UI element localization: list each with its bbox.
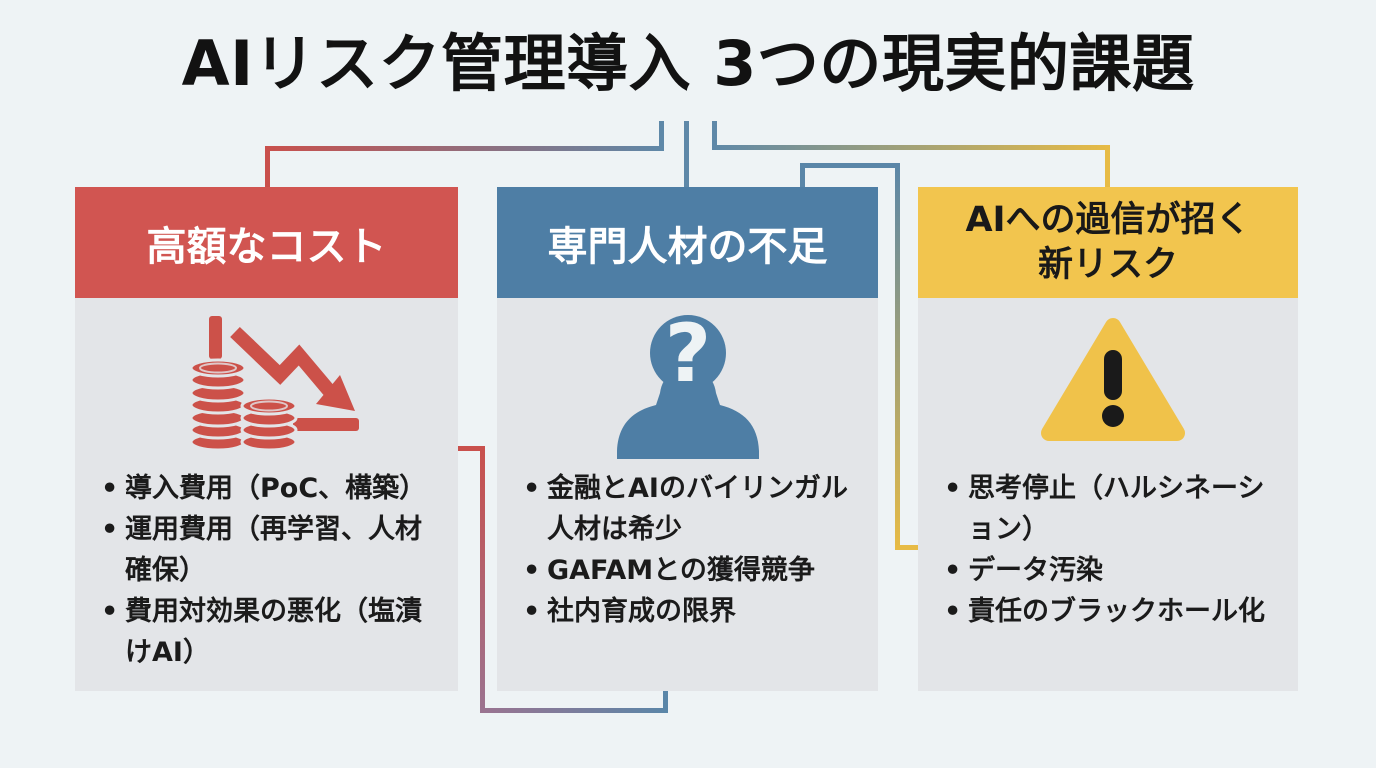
connector-title-to-overtrust-horizontal (712, 145, 1110, 150)
connector-title-to-overtrust-vertical (1105, 145, 1110, 190)
page-title: AIリスク管理導入 3つの現実的課題 (181, 27, 1195, 100)
bullet-item: • データ汚染 (944, 550, 1286, 591)
card-cost-bullets: • 導入費用（PoC、構築） • 運用費用（再学習、人材 確保） • 費用対効果… (101, 468, 446, 673)
card-cost-body: • 導入費用（PoC、構築） • 運用費用（再学習、人材 確保） • 費用対効果… (75, 298, 458, 691)
bullet-marker: • (523, 555, 541, 586)
connector-cost-to-talent-h2 (480, 708, 668, 713)
connector-cost-to-talent-h1 (455, 446, 485, 451)
connector-title-stub-right (712, 121, 717, 149)
bullet-item: • GAFAMとの獲得競争 (523, 550, 866, 591)
connector-title-to-cost-vertical (265, 146, 270, 190)
bullet-text: 運用費用（再学習、人材 確保） (125, 514, 422, 586)
bullet-marker: • (523, 596, 541, 627)
bullet-marker: • (523, 473, 541, 504)
connector-talent-to-overtrust-v1 (800, 163, 805, 189)
bullet-marker: • (944, 473, 962, 504)
bullet-text: 思考停止（ハルシネーシ ョン） (968, 473, 1265, 545)
bullet-marker: • (944, 555, 962, 586)
bullet-item: • 導入費用（PoC、構築） (101, 468, 446, 509)
warning-triangle-icon (1041, 318, 1185, 441)
connector-title-to-talent (684, 121, 689, 187)
bullet-marker: • (101, 596, 119, 627)
bullet-item: • 費用対効果の悪化（塩漬 けAI） (101, 591, 446, 673)
bullet-text: 社内育成の限界 (547, 596, 736, 627)
bullet-text: データ汚染 (968, 555, 1103, 586)
card-cost-header: 高額なコスト (75, 187, 458, 298)
connector-title-to-cost-horizontal (265, 146, 664, 151)
card-talent: 専門人材の不足 ? • 金融とAIのバイリンガル 人材は希少 • GAFAMとの… (497, 187, 878, 691)
bullet-item: • 金融とAIのバイリンガル 人材は希少 (523, 468, 866, 550)
bullet-item: • 思考停止（ハルシネーシ ョン） (944, 468, 1286, 550)
bullet-text: 責任のブラックホール化 (968, 596, 1265, 627)
card-talent-bullets: • 金融とAIのバイリンガル 人材は希少 • GAFAMとの獲得競争 • 社内育… (523, 468, 866, 632)
card-overtrust: AIへの過信が招く 新リスク • 思考停止（ハルシネーシ ョン） • データ汚染… (918, 187, 1298, 691)
person-question-icon: ? (617, 307, 759, 459)
bullet-item: • 運用費用（再学習、人材 確保） (101, 509, 446, 591)
card-overtrust-header: AIへの過信が招く 新リスク (918, 187, 1298, 298)
bullet-text: GAFAMとの獲得競争 (547, 555, 815, 586)
card-overtrust-body: • 思考停止（ハルシネーシ ョン） • データ汚染 • 責任のブラックホール化 (918, 298, 1298, 691)
card-talent-header: 専門人材の不足 (497, 187, 878, 298)
svg-text:?: ? (665, 307, 711, 400)
card-overtrust-bullets: • 思考停止（ハルシネーシ ョン） • データ汚染 • 責任のブラックホール化 (944, 468, 1286, 632)
bullet-text: 金融とAIのバイリンガル 人材は希少 (547, 473, 848, 545)
connector-talent-to-overtrust-v2 (895, 163, 900, 550)
connector-cost-to-talent-v2 (663, 689, 668, 713)
connector-talent-to-overtrust-h2 (895, 545, 923, 550)
bullet-item: • 責任のブラックホール化 (944, 591, 1286, 632)
connector-cost-to-talent-v1 (480, 446, 485, 713)
bullet-text: 導入費用（PoC、構築） (125, 473, 427, 504)
bullet-marker: • (101, 514, 119, 545)
connector-talent-to-overtrust-h1 (800, 163, 900, 168)
coins-decline-arrow-icon (189, 316, 359, 452)
bullet-text: 費用対効果の悪化（塩漬 けAI） (125, 596, 422, 668)
connector-title-stub-left (659, 121, 664, 151)
card-talent-body: ? • 金融とAIのバイリンガル 人材は希少 • GAFAMとの獲得競争 • 社… (497, 298, 878, 691)
bullet-marker: • (944, 596, 962, 627)
bullet-marker: • (101, 473, 119, 504)
bullet-item: • 社内育成の限界 (523, 591, 866, 632)
card-cost: 高額なコスト (75, 187, 458, 691)
